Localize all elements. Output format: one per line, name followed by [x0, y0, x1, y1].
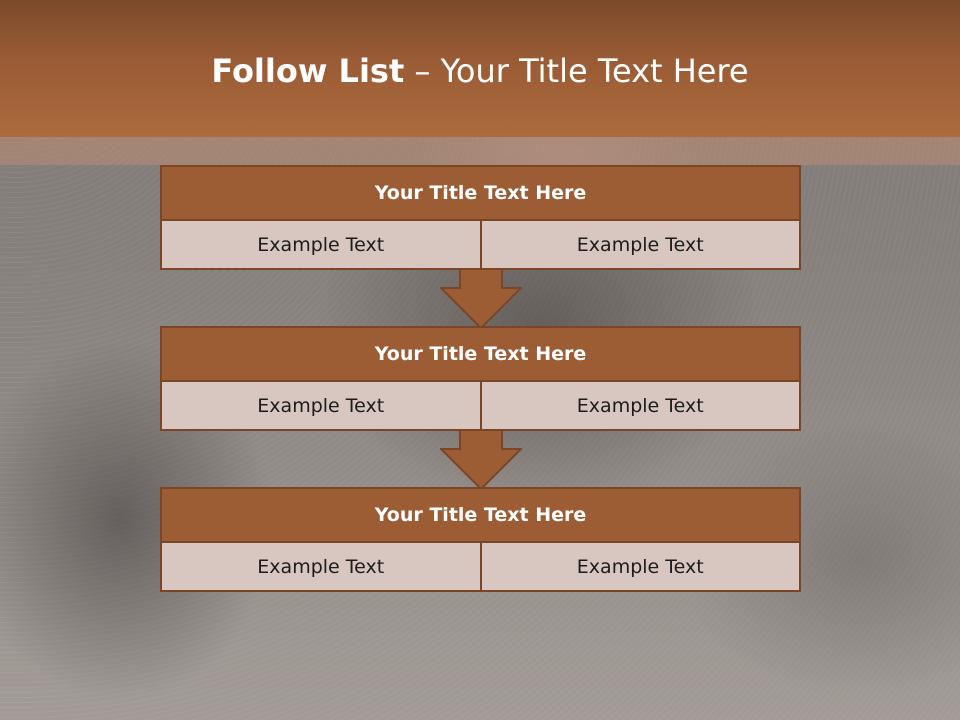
step-row-1: Example Text Example Text: [160, 221, 801, 270]
title-bar: [0, 0, 960, 137]
step-title-3: Your Title Text Here: [160, 487, 801, 543]
title-bar-strip: [0, 137, 960, 165]
step-2-right-text: Example Text: [479, 382, 800, 429]
down-arrow-icon: [440, 268, 522, 330]
step-title-1: Your Title Text Here: [160, 165, 801, 221]
step-block-2: Your Title Text Here Example Text Exampl…: [160, 326, 801, 431]
slide-title-rest: – Your Title Text Here: [404, 52, 749, 90]
slide-title-bold: Follow List: [211, 52, 405, 90]
step-2-left-text: Example Text: [257, 394, 385, 417]
step-3-left-text: Example Text: [257, 555, 385, 578]
step-block-1: Your Title Text Here Example Text Exampl…: [160, 165, 801, 270]
slide-title: Follow List – Your Title Text Here: [0, 52, 960, 90]
down-arrow-icon: [440, 429, 522, 491]
step-block-3: Your Title Text Here Example Text Exampl…: [160, 487, 801, 592]
step-1-right-text: Example Text: [479, 221, 800, 268]
step-3-right-text: Example Text: [479, 543, 800, 590]
step-1-left-text: Example Text: [257, 233, 385, 256]
step-row-3: Example Text Example Text: [160, 543, 801, 592]
step-title-2: Your Title Text Here: [160, 326, 801, 382]
step-row-2: Example Text Example Text: [160, 382, 801, 431]
